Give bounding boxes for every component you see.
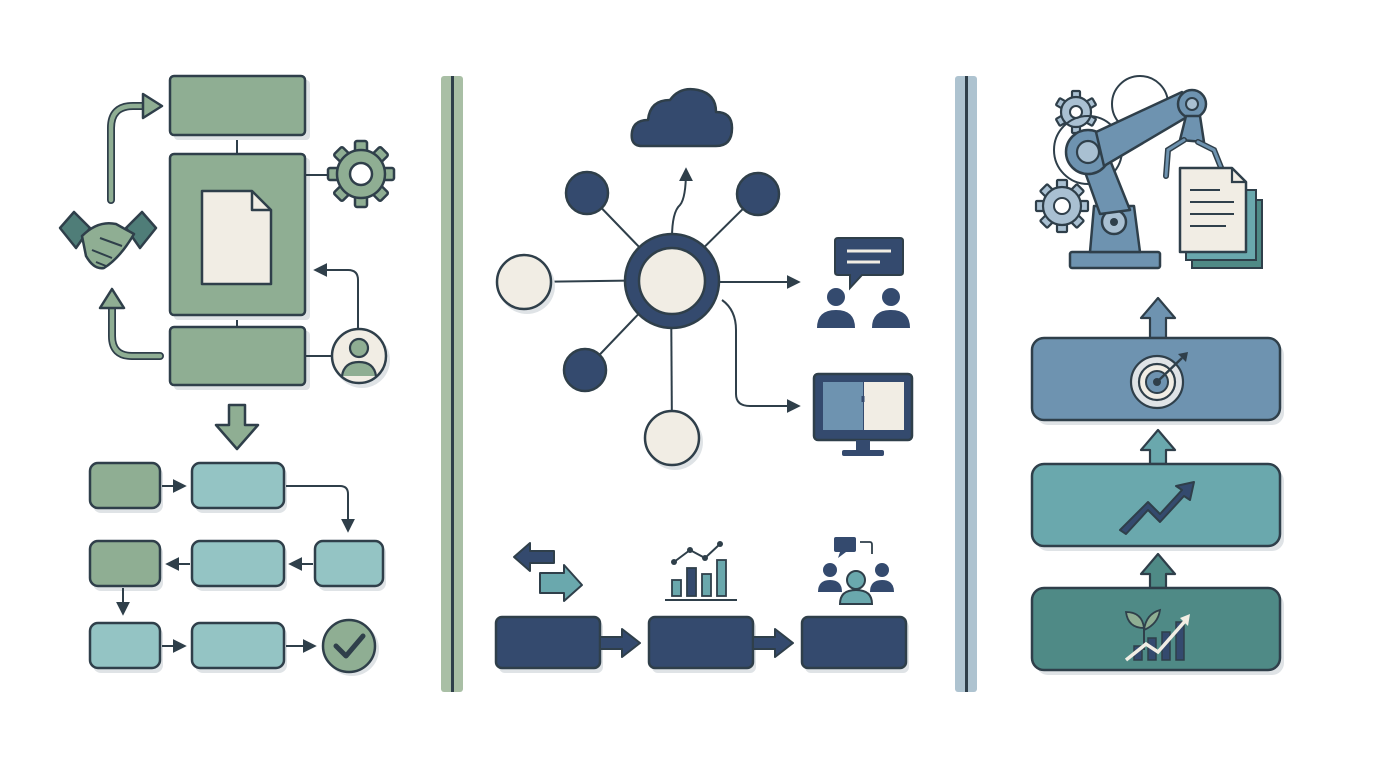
mini-flow-grid xyxy=(88,461,386,676)
cloud-icon xyxy=(630,87,734,148)
network-hub-icon xyxy=(495,170,781,470)
mini-box-r2c1 xyxy=(88,539,163,591)
stack-box-target xyxy=(1030,336,1284,425)
process-arrow-1 xyxy=(599,628,641,658)
user-avatar-icon xyxy=(330,327,390,388)
chat-people-icon xyxy=(817,237,910,328)
gear-icon xyxy=(326,139,396,209)
document-icon xyxy=(200,189,273,286)
arrow-up-2 xyxy=(1139,428,1177,466)
checkmark-icon xyxy=(321,618,379,676)
left-panel xyxy=(58,74,396,676)
team-discussion-icon xyxy=(818,537,894,605)
documents-icon xyxy=(1178,166,1263,269)
growth-plant-icon xyxy=(1124,608,1190,662)
stack-box-trend xyxy=(1030,462,1284,551)
mini-box-r3c1 xyxy=(88,621,163,673)
arrow-up-3 xyxy=(1139,296,1177,340)
target-icon xyxy=(1129,352,1188,410)
bar-chart-icon xyxy=(665,541,737,601)
process-arrow-2 xyxy=(752,628,794,658)
handshake-icon xyxy=(58,210,158,270)
arrow-down-icon xyxy=(214,403,260,451)
mini-box-r2c3 xyxy=(313,539,386,591)
monitor-icon xyxy=(812,372,914,456)
swap-arrows-icon xyxy=(513,542,583,602)
process-box-1 xyxy=(494,615,603,673)
flow-box-main xyxy=(168,152,310,320)
arrow-up-1 xyxy=(1139,552,1177,590)
center-panel xyxy=(494,87,914,673)
arrow-up-back-icon xyxy=(98,287,164,360)
robot-arm-icon xyxy=(1064,88,1225,270)
mini-box-r1c2 xyxy=(190,461,287,513)
mini-box-r3c2 xyxy=(190,621,287,673)
mini-box-r1c1 xyxy=(88,461,163,513)
panel-divider-left xyxy=(441,76,463,692)
process-box-3 xyxy=(800,615,909,673)
right-panel xyxy=(1030,75,1284,675)
stack-box-growth xyxy=(1030,586,1284,675)
panel-divider-right xyxy=(955,76,977,692)
flow-box-top xyxy=(168,74,310,140)
arrow-up-right-icon xyxy=(107,92,164,204)
process-box-2 xyxy=(647,615,756,673)
trend-up-icon xyxy=(1119,481,1195,535)
mini-box-r2c2 xyxy=(190,539,287,591)
gears-icon xyxy=(1034,75,1169,234)
flow-box-bottom xyxy=(168,325,310,390)
